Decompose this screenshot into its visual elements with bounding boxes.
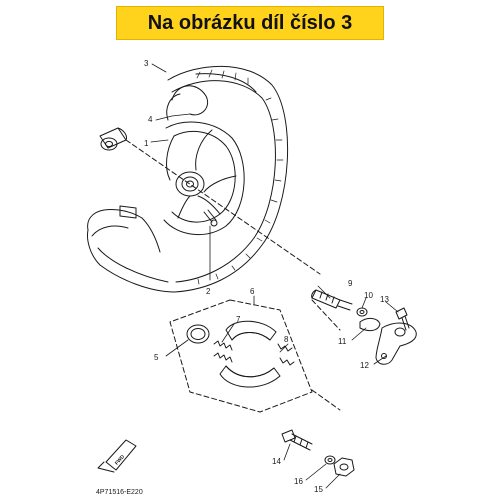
nut-washer bbox=[324, 455, 336, 465]
cam-lever-bolt bbox=[395, 307, 410, 331]
axle-nut bbox=[333, 457, 355, 477]
callout-15: 15 bbox=[314, 485, 323, 494]
spacer-collar bbox=[99, 127, 127, 151]
wear-indicator bbox=[359, 317, 381, 332]
tire bbox=[87, 65, 289, 293]
callout-12: 12 bbox=[360, 361, 369, 370]
title-banner: Na obrázku díl číslo 3 bbox=[116, 6, 384, 40]
brake-shoes bbox=[213, 320, 295, 388]
fwd-arrow-icon bbox=[97, 439, 137, 473]
banner-title: Na obrázku díl číslo 3 bbox=[147, 11, 353, 34]
brake-cam-lever bbox=[375, 322, 417, 365]
callout-10: 10 bbox=[364, 291, 373, 300]
callout-5: 5 bbox=[154, 353, 159, 362]
callout-9: 9 bbox=[348, 279, 353, 288]
leader-lines bbox=[150, 63, 399, 489]
brake-camshaft bbox=[311, 289, 353, 311]
callout-3: 3 bbox=[144, 59, 149, 68]
seal-ring bbox=[186, 324, 210, 344]
callout-6: 6 bbox=[250, 287, 255, 296]
callout-2: 2 bbox=[206, 287, 211, 296]
brake-spring bbox=[213, 340, 233, 351]
callout-14: 14 bbox=[272, 457, 281, 466]
callout-11: 11 bbox=[338, 337, 347, 346]
callout-16: 16 bbox=[294, 477, 303, 486]
callout-13: 13 bbox=[380, 295, 389, 304]
callout-4: 4 bbox=[148, 115, 153, 124]
rim bbox=[163, 121, 245, 236]
callout-8: 8 bbox=[284, 335, 289, 344]
axle-bolt bbox=[281, 429, 313, 451]
callout-1: 1 bbox=[144, 139, 149, 148]
washer bbox=[356, 307, 368, 317]
diagram-code: 4P71516-E220 bbox=[96, 489, 143, 496]
brake-assembly-outline bbox=[169, 299, 313, 413]
callout-7: 7 bbox=[236, 315, 241, 324]
